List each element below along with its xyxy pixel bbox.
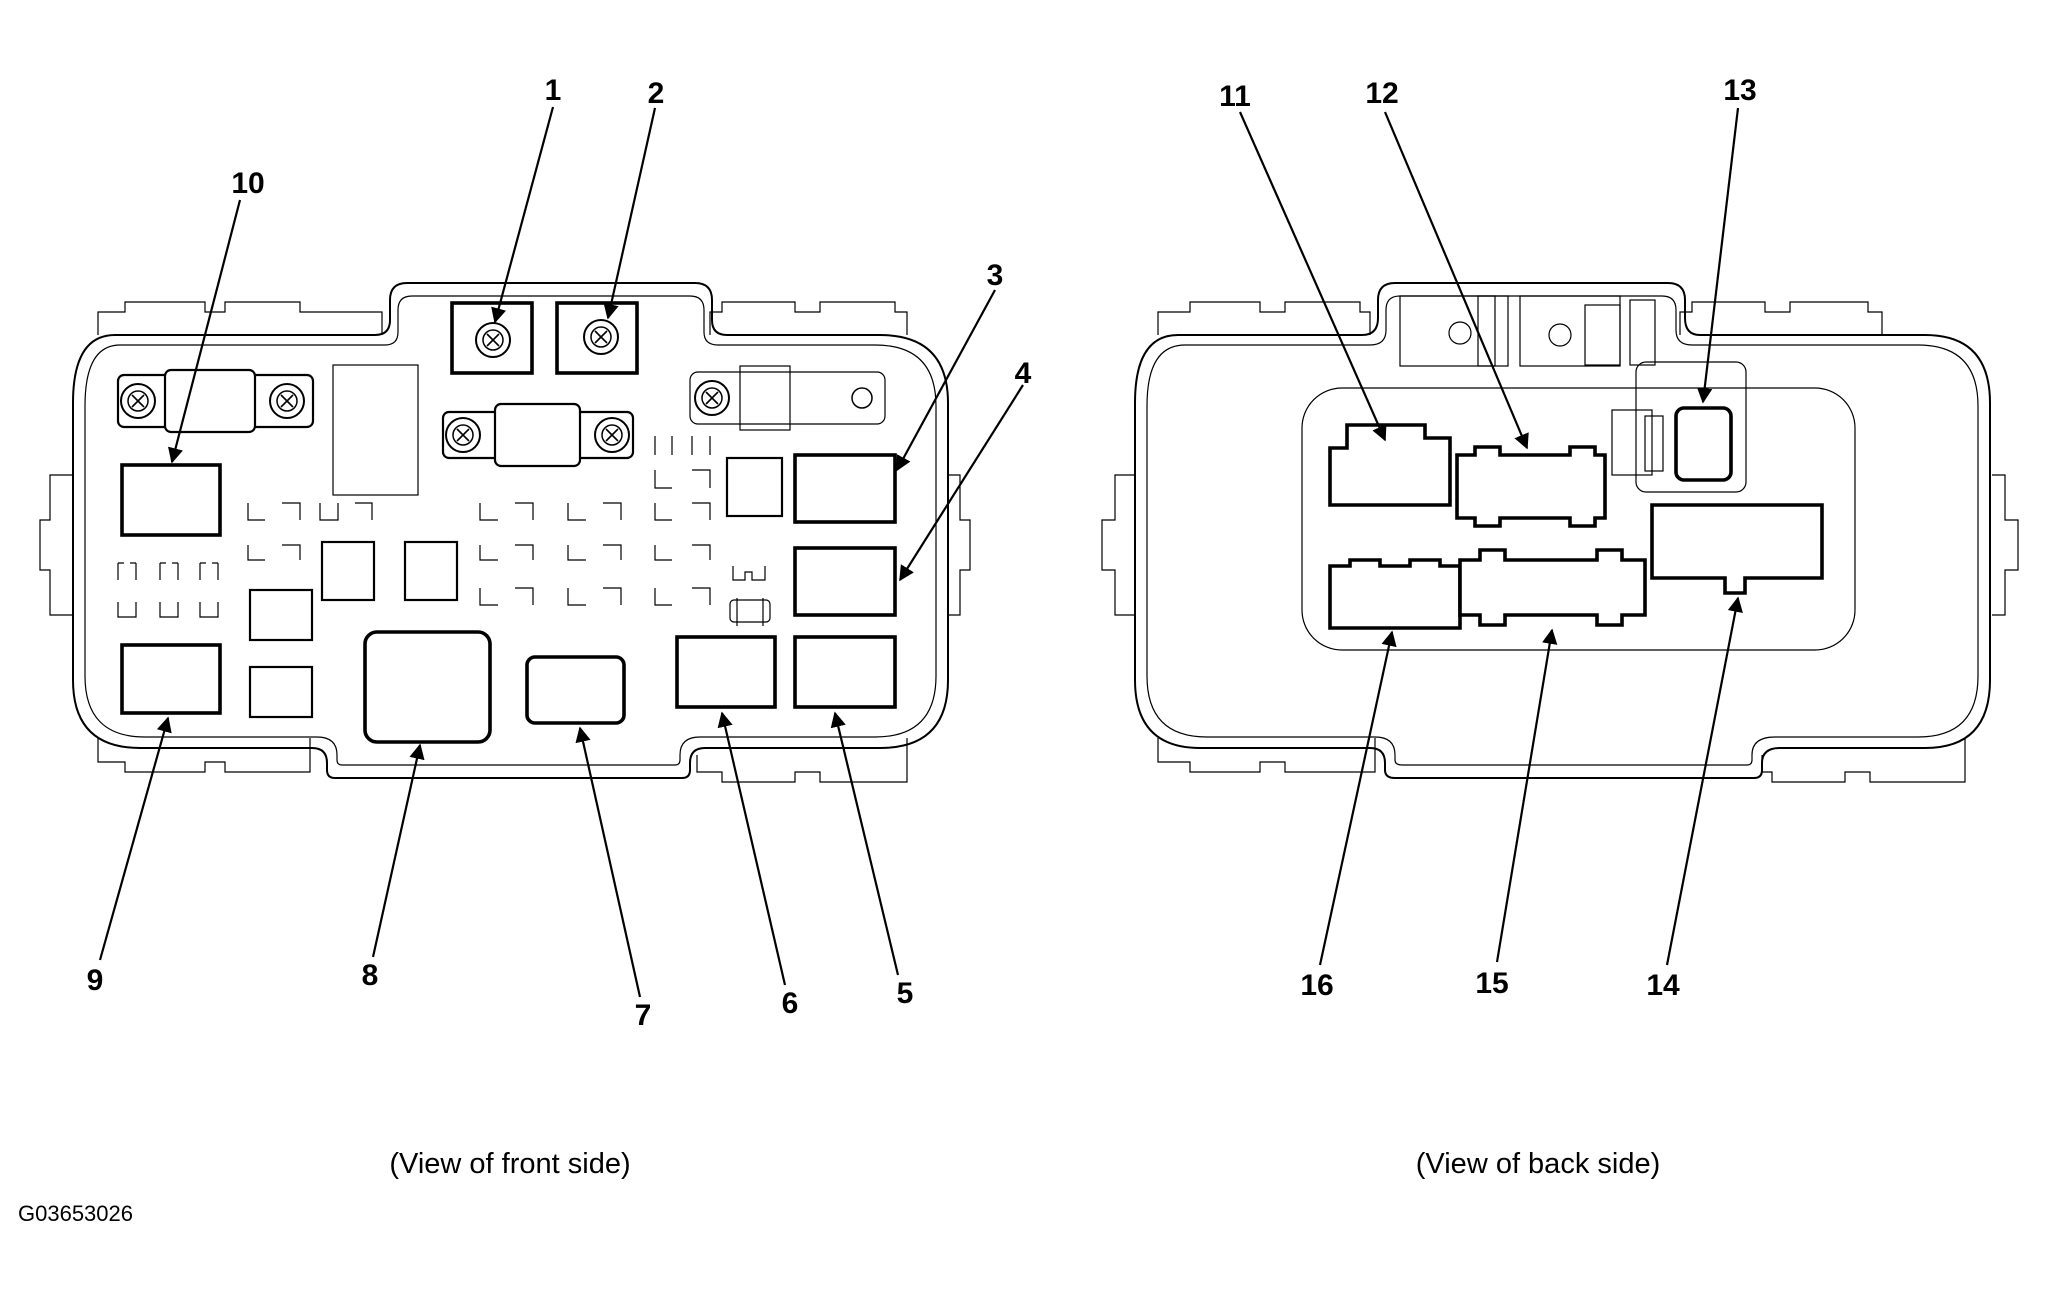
relay-10 bbox=[120, 463, 222, 537]
relay-9 bbox=[120, 643, 222, 715]
callout-7: 7 bbox=[635, 999, 652, 1032]
mini-fuse-grid bbox=[117, 436, 711, 618]
connector-16 bbox=[1328, 558, 1462, 630]
back-view-caption: (View of back side) bbox=[1416, 1148, 1660, 1180]
callout-10: 10 bbox=[231, 167, 264, 200]
front-view-caption: (View of front side) bbox=[389, 1148, 630, 1180]
front-callouts: 1 2 3 4 5 6 7 8 9 10 bbox=[87, 74, 1032, 1032]
back-connector-area bbox=[1301, 387, 1856, 651]
front-bottom-tabs bbox=[97, 738, 908, 783]
large-fuse-slot bbox=[332, 364, 419, 496]
small-connector bbox=[729, 566, 771, 626]
front-housing-outer bbox=[72, 282, 949, 779]
center-fuse-bar bbox=[441, 402, 635, 468]
relay-5 bbox=[793, 635, 897, 709]
callout-1: 1 bbox=[545, 74, 562, 107]
front-side-tabs bbox=[39, 474, 971, 616]
back-callouts: 11 12 13 14 15 16 bbox=[1219, 74, 1757, 1002]
left-fuse-bar bbox=[116, 368, 315, 434]
terminal-1-screw-icon bbox=[475, 322, 511, 358]
connector-13 bbox=[1674, 406, 1733, 482]
small-relay-c bbox=[403, 540, 459, 602]
callout-6: 6 bbox=[782, 987, 799, 1020]
callout-15: 15 bbox=[1475, 967, 1508, 1000]
back-housing-inner bbox=[1146, 295, 1979, 766]
front-view: 1 2 3 4 5 6 7 8 9 10 (View of front side… bbox=[39, 74, 1032, 1180]
relay-6 bbox=[675, 635, 777, 709]
terminal-2-screw-icon bbox=[583, 319, 619, 355]
callout-11: 11 bbox=[1219, 80, 1251, 113]
connector-14 bbox=[1650, 503, 1824, 595]
back-bracket bbox=[1611, 361, 1747, 493]
back-leader-arrows bbox=[1238, 107, 1743, 966]
relay-3 bbox=[793, 453, 897, 524]
back-top-terminals bbox=[1399, 295, 1656, 367]
callout-16: 16 bbox=[1300, 969, 1333, 1002]
connector-11 bbox=[1328, 423, 1452, 507]
callout-12: 12 bbox=[1365, 77, 1398, 110]
callout-14: 14 bbox=[1646, 969, 1680, 1002]
front-leader-arrows bbox=[98, 106, 1024, 998]
terminal-1-block bbox=[450, 301, 534, 375]
small-relay-a bbox=[725, 456, 784, 518]
callout-8: 8 bbox=[362, 959, 379, 992]
callout-4: 4 bbox=[1015, 357, 1032, 390]
back-bottom-tabs bbox=[1157, 738, 1966, 783]
right-upper-fuse bbox=[689, 365, 886, 431]
connector-12 bbox=[1455, 445, 1607, 528]
connector-15 bbox=[1458, 548, 1647, 627]
relay-4 bbox=[793, 546, 897, 617]
small-relay-d bbox=[248, 588, 314, 642]
callout-9: 9 bbox=[87, 964, 104, 997]
front-housing-inner bbox=[84, 295, 937, 766]
callout-3: 3 bbox=[987, 259, 1004, 292]
front-top-tabs bbox=[97, 301, 908, 335]
small-relay-e bbox=[248, 665, 314, 719]
back-side-tabs bbox=[1101, 474, 2019, 616]
back-view: 11 12 13 14 15 16 (View of back side) bbox=[1101, 74, 2019, 1180]
callout-5: 5 bbox=[897, 977, 914, 1010]
small-relay-b bbox=[320, 540, 376, 602]
back-top-tabs bbox=[1157, 301, 1883, 335]
figure-id: G03653026 bbox=[18, 1201, 133, 1226]
back-housing-outer bbox=[1134, 282, 1991, 779]
relay-7 bbox=[525, 655, 626, 725]
relay-8 bbox=[363, 630, 492, 744]
callout-2: 2 bbox=[648, 77, 665, 110]
callout-13: 13 bbox=[1723, 74, 1756, 107]
